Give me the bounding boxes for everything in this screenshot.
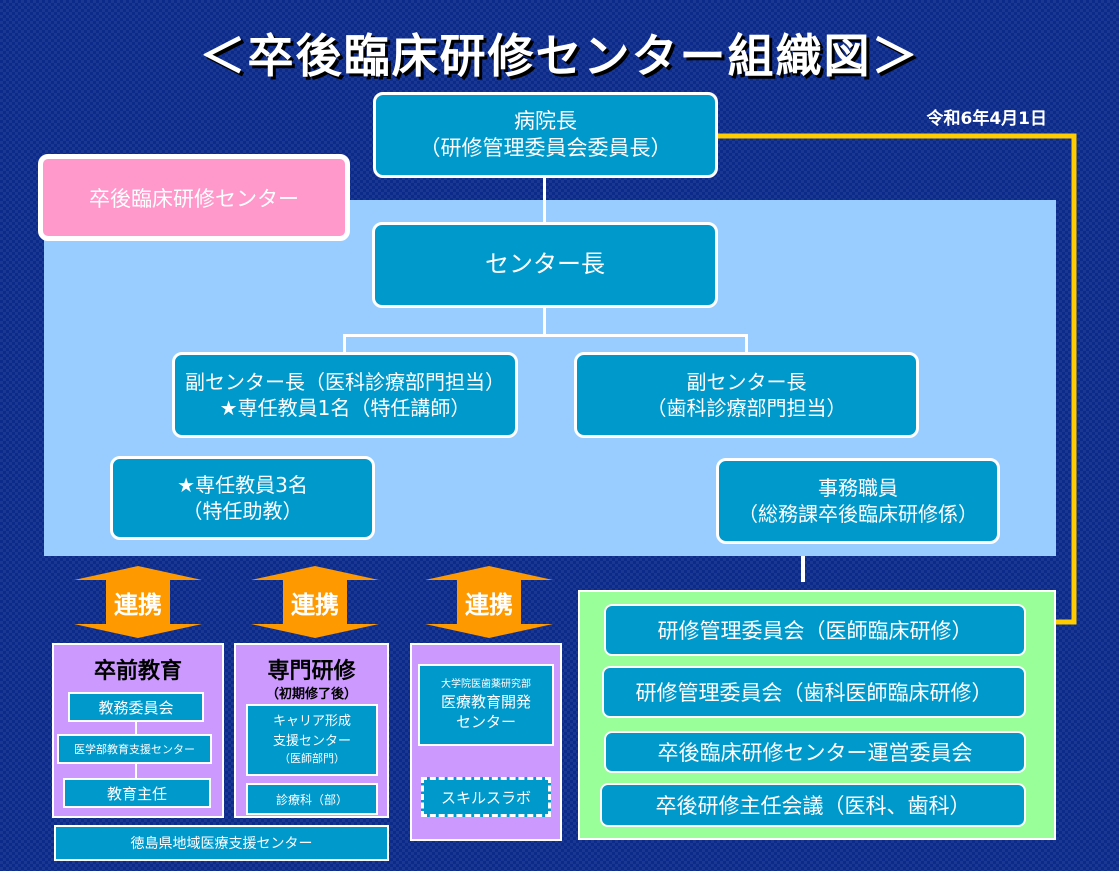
staff-line1: 事務職員 — [818, 476, 898, 500]
director-title: 病院長 — [514, 108, 577, 133]
cooperation-arrow-1: 連携 — [74, 566, 202, 638]
career-center-box: キャリア形成 支援センター （医師部門） — [246, 704, 378, 776]
vice-dental-line2: （歯科診療部門担当） — [646, 396, 847, 420]
cooperation-label-3: 連携 — [465, 590, 513, 619]
undergrad-committee: 教務委員会 — [68, 692, 204, 722]
undergrad-connector-1 — [135, 722, 137, 734]
regional-center-box: 徳島県地域医療支援センター — [54, 825, 389, 861]
committee-2: 研修管理委員会（歯科医師臨床研修） — [602, 666, 1026, 718]
undergrad-connector-2 — [135, 764, 137, 778]
specialty-subtitle: （初期修了後） — [265, 687, 357, 702]
committee-1: 研修管理委員会（医師臨床研修） — [604, 604, 1026, 656]
undergrad-chief: 教育主任 — [63, 778, 211, 808]
faculty-line2: （特任助教） — [182, 499, 303, 523]
center-head-box: センター長 — [372, 222, 718, 308]
undergrad-title: 卒前教育 — [93, 659, 182, 684]
center-label: 卒後臨床研修センター — [38, 154, 350, 241]
connector-director-head — [543, 176, 546, 224]
vice-dental-box: 副センター長 （歯科診療部門担当） — [574, 352, 919, 438]
edu-dev-dept: 大学院医歯薬研究部 — [441, 679, 531, 690]
career-line2: 支援センター — [272, 733, 351, 749]
cooperation-arrow-3: 連携 — [425, 566, 553, 638]
vice-medical-line1: 副センター長（医科診療部門担当） — [185, 370, 505, 394]
connector-vice-right — [745, 334, 748, 354]
cooperation-arrow-2: 連携 — [251, 566, 379, 638]
skills-lab-box: スキルスラボ — [421, 777, 551, 817]
connector-head-down — [543, 306, 546, 336]
cooperation-label-1: 連携 — [114, 590, 162, 619]
edu-dev-box: 大学院医歯薬研究部 医療教育開発 センター — [418, 664, 554, 746]
faculty-line1: ★専任教員3名 — [177, 473, 308, 497]
connector-vice-left — [343, 334, 346, 354]
career-line3: （医師部門） — [279, 752, 345, 766]
date-label: 令和6年4月1日 — [926, 109, 1048, 129]
committee-4: 卒後研修主任会議（医科、歯科） — [600, 783, 1026, 827]
specialty-title: 専門研修 — [267, 659, 356, 684]
staff-box: 事務職員 （総務課卒後臨床研修係） — [716, 458, 1000, 544]
edu-dev-name-line2: センター — [455, 712, 516, 731]
vice-medical-box: 副センター長（医科診療部門担当） ★専任教員1名（特任講師） — [172, 352, 518, 438]
edu-dev-name-line1: 医療教育開発 — [440, 692, 531, 711]
committee-3: 卒後臨床研修センター運営委員会 — [604, 731, 1026, 773]
director-box: 病院長 （研修管理委員会委員長） — [373, 92, 718, 178]
faculty-box: ★専任教員3名 （特任助教） — [110, 456, 375, 540]
page-title: ＜卒後臨床研修センター組織図＞ — [199, 29, 920, 83]
departments-box: 診療科（部） — [246, 783, 378, 815]
director-subtitle: （研修管理委員会委員長） — [419, 136, 672, 160]
connector-vice-bar — [343, 334, 748, 337]
career-line1: キャリア形成 — [272, 714, 351, 730]
vice-dental-line1: 副センター長 — [686, 370, 807, 394]
undergrad-support: 医学部教育支援センター — [57, 734, 212, 764]
cooperation-label-2: 連携 — [291, 590, 339, 619]
staff-line2: （総務課卒後臨床研修係） — [738, 502, 978, 526]
connector-staff-committees — [801, 556, 805, 582]
vice-medical-line2: ★専任教員1名（特任講師） — [219, 396, 471, 420]
center-head-title: センター長 — [485, 250, 605, 279]
